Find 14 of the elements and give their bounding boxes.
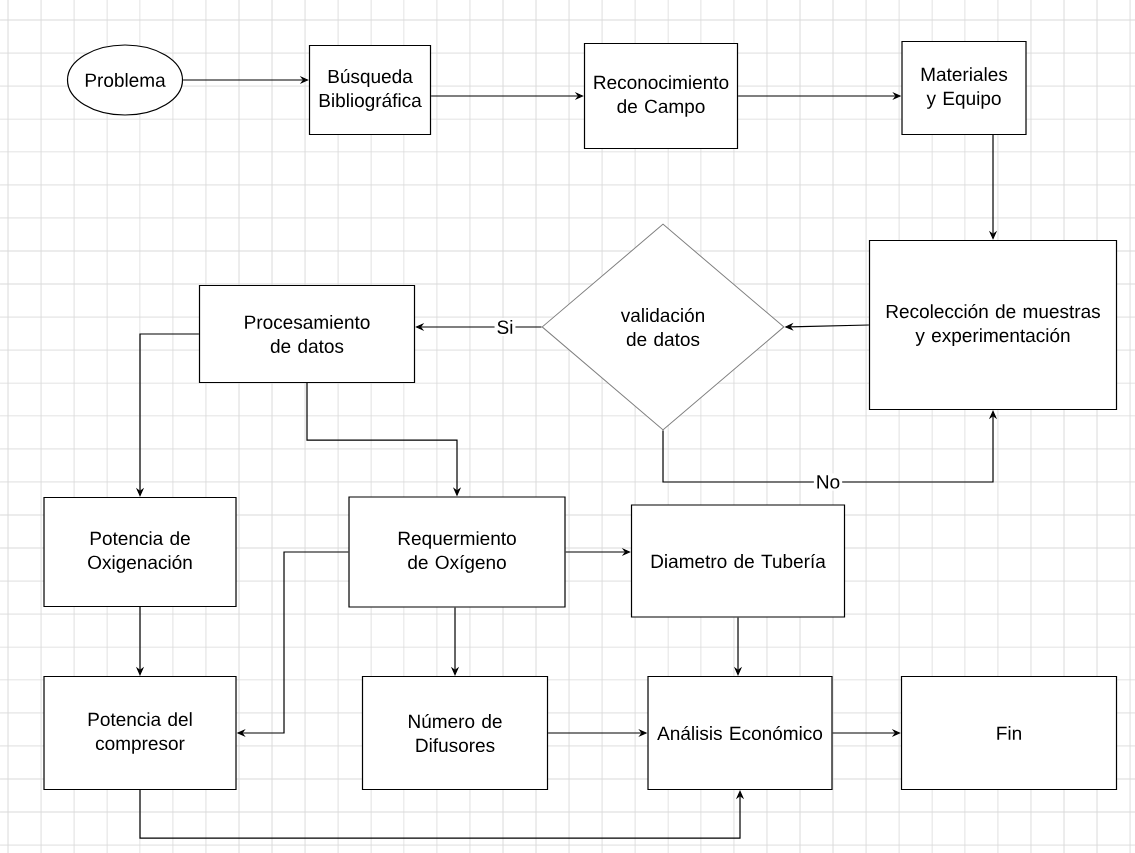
edge-label: No [813,473,843,491]
process-box: Materiales y Equipo [901,40,1027,136]
process-box: Análisis Económico [647,675,833,791]
process-box: Número de Difusores [361,675,549,791]
process-box: Requermiento de Oxígeno [348,496,566,608]
process-box: Búsqueda Bibliográfica [308,44,432,136]
process-box: Potencia del compresor [43,675,237,791]
process-box: Reconocimiento de Campo [583,42,739,150]
process-box: Procesamiento de datos [198,284,416,384]
process-box: Fin [900,675,1118,791]
process-box: Diametro de Tubería [630,504,846,618]
process-box: Potencia de Oxigenación [43,496,237,608]
edge-label: Si [494,318,516,336]
process-box: Recolección de muestras y experimentación [868,239,1118,411]
